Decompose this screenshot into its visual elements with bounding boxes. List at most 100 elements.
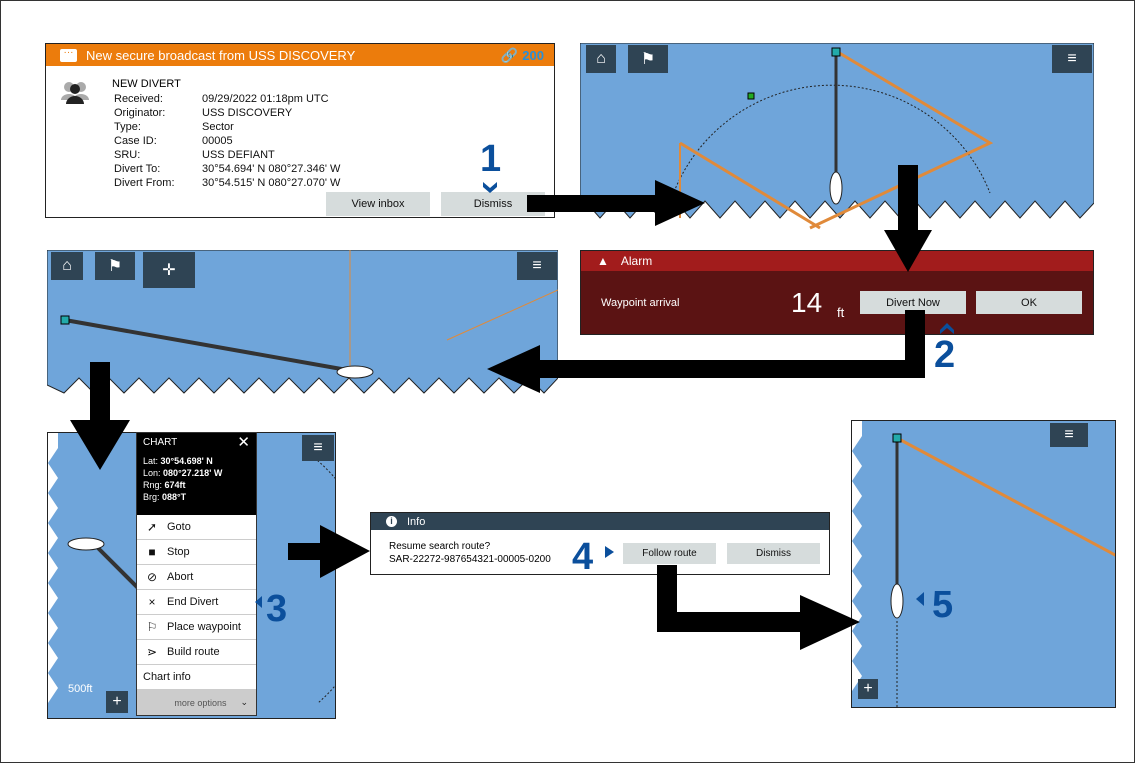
route-icon: ⋗ [146,645,158,659]
waypoint-button[interactable]: ⚑ [628,45,668,73]
ok-button[interactable]: OK [976,291,1082,314]
hamburger-icon: ≡ [532,257,542,274]
arrow-left-2 [487,310,925,393]
waypoint-button[interactable]: ⚑ [95,252,135,280]
goto-icon: ➚ [146,520,158,534]
arrow-down-1 [884,165,932,272]
rng-value: 674ft [164,480,186,490]
home-button[interactable]: ⌂ [51,252,83,280]
field-label: Originator: [114,107,166,119]
broadcast-header: ··· New secure broadcast from USS DISCOV… [46,44,554,66]
menu-item-label: End Divert [167,596,219,608]
step-5-caret [916,592,924,606]
link-icon: 🔗 [500,46,519,63]
brg-value: 088°T [162,492,187,502]
zoom-in-button[interactable]: + [106,691,128,713]
field-label: Case ID: [114,135,157,147]
lon-value: 080°27.218' W [163,468,223,478]
hamburger-icon: ≡ [1067,50,1077,67]
chart-context-menu: CHART ✕ Lat: 30°54.698' N Lon: 080°27.218… [136,432,257,716]
alarm-title: Alarm [620,254,653,268]
lon-label: Lon: [143,468,161,478]
link-count: 200 [522,47,544,63]
field-label: Received: [114,93,163,105]
field-value: Sector [202,121,234,133]
close-icon[interactable]: ✕ [237,434,250,451]
follow-route-button[interactable]: Follow route [623,543,716,564]
field-label: Divert From: [114,177,175,189]
stop-icon: ■ [148,545,156,559]
chart-map [580,43,1094,230]
waypoint-flag-icon: ⚐ [146,620,158,634]
step-1-label: 1 [480,138,502,180]
zoom-in-button[interactable]: + [858,679,878,699]
menu-button[interactable]: ≡ [1052,45,1092,73]
step-4-label: 4 [572,536,594,578]
alarm-header: ▲ Alarm [581,251,1093,271]
field-label: Type: [114,121,141,133]
chart-view-divert[interactable]: ⌂ ⚑ ✛ ≡ [47,250,558,406]
menu-item-build-route[interactable]: ⋗Build route [137,640,256,665]
step-4-caret [605,546,614,558]
broadcast-dialog: ··· New secure broadcast from USS DISCOV… [45,43,555,218]
divert-now-button[interactable]: Divert Now [860,291,966,314]
more-options-button[interactable]: more options ⌄ [137,690,256,715]
info-header: i Info [371,513,829,530]
hamburger-icon: ≡ [1064,426,1074,443]
home-icon: ⌂ [62,257,72,274]
home-button[interactable]: ⌂ [586,45,616,73]
chevron-down-icon: ⌄ [240,697,248,707]
menu-item-stop[interactable]: ■Stop [137,540,256,565]
menu-button[interactable]: ≡ [517,252,557,280]
broadcast-title: New secure broadcast from USS DISCOVERY [86,47,356,63]
chart-view-route[interactable]: ⌂ ⚑ ≡ [580,43,1094,235]
brg-label: Brg: [143,492,160,502]
message-icon: ··· [60,47,77,62]
alarm-value: 14 [791,287,823,318]
alarm-unit: ft [837,305,845,320]
field-value: USS DISCOVERY [202,107,293,119]
home-icon: ⌂ [596,50,606,67]
chart-map [852,421,1115,707]
field-value: 09/29/2022 01:18pm UTC [202,93,329,105]
find-ship-button[interactable]: ✛ [143,252,195,288]
info-question: Resume search route? [389,541,491,552]
menu-item-place-waypoint[interactable]: ⚐ Place waypoint [137,615,256,640]
alarm-dialog: ▲ Alarm Waypoint arrival 14 ft Divert No… [580,250,1094,335]
hamburger-icon: ≡ [313,439,323,456]
step-1-caret [483,182,497,193]
menu-item-chart-info[interactable]: Chart info [137,665,256,690]
menu-item-label: Place waypoint [167,621,241,633]
menu-header: CHART ✕ Lat: 30°54.698' N Lon: 080°27.218… [137,433,256,515]
menu-title: CHART [143,437,178,448]
field-value: USS DEFIANT [202,149,275,161]
more-options-label: more options [174,697,227,708]
divert-heading: NEW DIVERT [112,78,181,90]
menu-item-label: Chart info [143,671,191,683]
field-value: 30°54.694' N 080°27.346' W [202,163,341,175]
menu-item-abort[interactable]: ⊘Abort [137,565,256,590]
dismiss-button[interactable]: Dismiss [727,543,820,564]
end-divert-icon: × [148,595,156,609]
menu-button[interactable]: ≡ [302,435,334,461]
step-3-caret [255,596,262,608]
plus-icon: + [112,693,122,710]
menu-button[interactable]: ≡ [1050,423,1088,447]
abort-icon: ⊘ [146,570,158,584]
menu-item-end-divert[interactable]: × End Divert [137,590,256,615]
warning-icon: ▲ [597,254,609,268]
scale-label: 500ft [68,683,93,695]
lat-value: 30°54.698' N [160,456,213,466]
info-dialog: i Info Resume search route? SAR-22272-98… [370,512,830,575]
users-icon [61,80,89,104]
view-inbox-button[interactable]: View inbox [326,192,430,216]
arrow-right-1 [527,180,705,226]
chart-view-resumed[interactable]: ≡ + [851,420,1116,708]
menu-item-goto[interactable]: ➚Goto [137,515,256,540]
rng-label: Rng: [143,480,163,490]
field-label: Divert To: [114,163,161,175]
lat-label: Lat: [143,456,159,466]
arrow-down-2 [70,362,130,470]
field-value: 00005 [202,135,233,147]
